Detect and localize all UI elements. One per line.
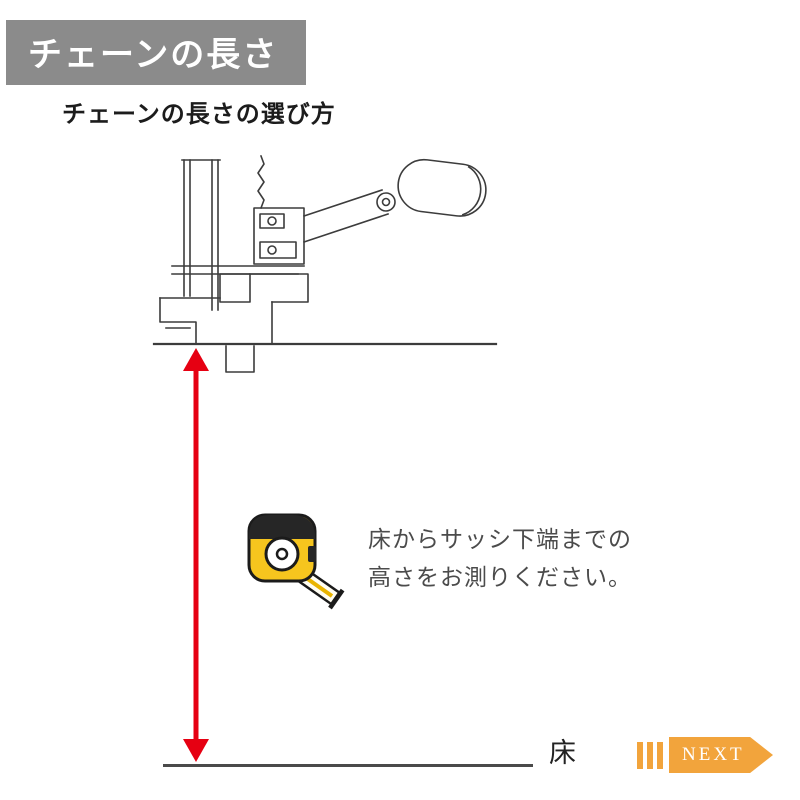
floor-label: 床 [549, 738, 576, 768]
instruction-text: 床からサッシ下端までの 高さをお測りください。 [368, 520, 632, 596]
speed-bars-icon [637, 741, 663, 769]
window-sash-diagram [148, 146, 508, 386]
instruction-line-1: 床からサッシ下端までの [368, 526, 632, 552]
section-title-text: チェーンの長さ [28, 36, 279, 74]
window-sash-diagram-svg [152, 154, 498, 373]
next-button[interactable]: NEXT [637, 737, 773, 773]
subtitle: チェーンの長さの選び方 [62, 101, 336, 128]
next-button-label: NEXT [682, 744, 745, 765]
speed-bar [647, 741, 653, 769]
section-title-banner: チェーンの長さ [6, 20, 307, 85]
next-arrow-icon[interactable]: NEXT [669, 737, 773, 773]
tape-measure-icon [246, 512, 346, 617]
measurement-arrow-icon [174, 348, 218, 767]
instruction-line-2: 高さをお測りください。 [368, 564, 632, 590]
speed-bar [637, 741, 643, 769]
speed-bar [657, 741, 663, 769]
floor-line [163, 764, 533, 767]
